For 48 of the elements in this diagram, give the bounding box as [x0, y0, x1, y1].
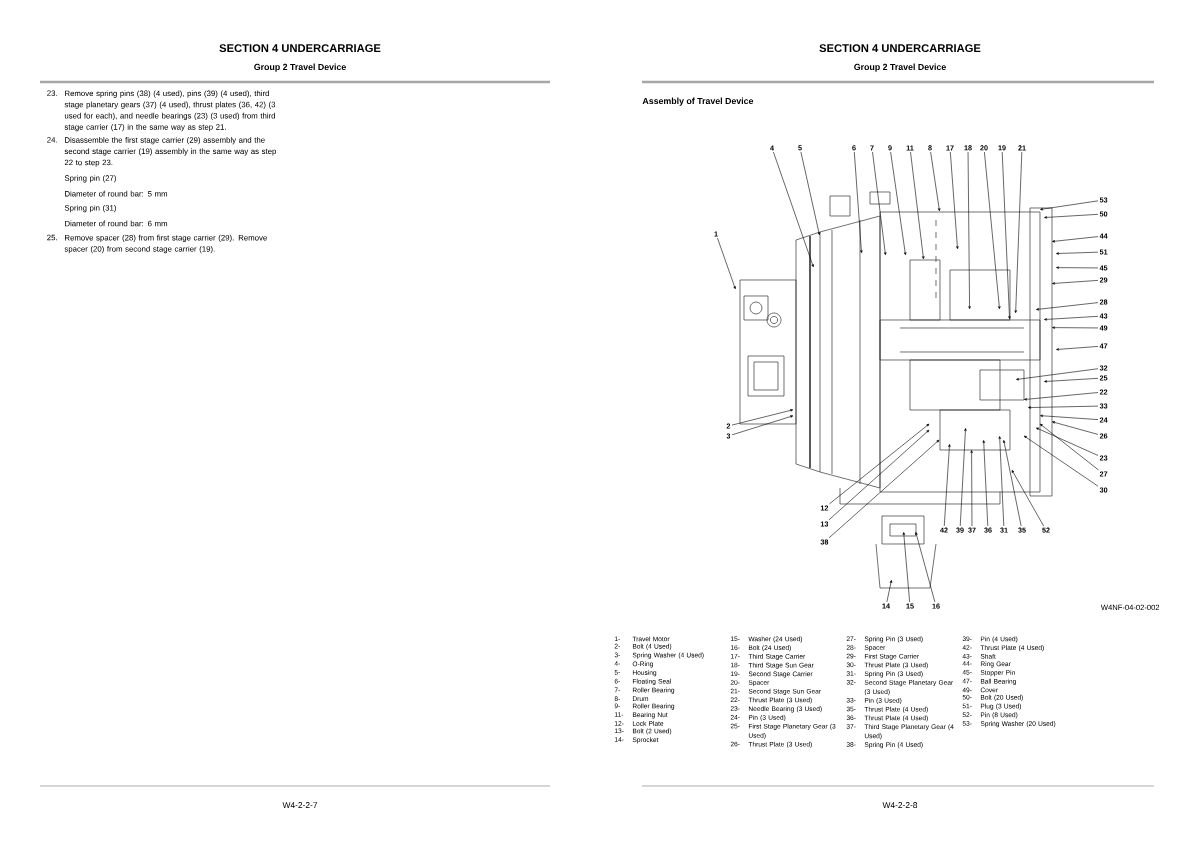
leader-line	[1056, 266, 1099, 269]
leader-line	[1036, 302, 1099, 311]
leader-line	[1040, 200, 1099, 211]
leader-line	[970, 450, 973, 527]
leader-line	[1016, 368, 1099, 381]
leader-line	[984, 151, 1001, 310]
leader-line	[1011, 470, 1044, 527]
leader-line	[886, 580, 893, 603]
leader-line	[717, 237, 736, 290]
leader-line	[1040, 414, 1099, 420]
leader-line	[1044, 378, 1099, 383]
leader-line	[890, 151, 907, 256]
leader-line	[828, 429, 930, 521]
travel-device-drawing	[739, 191, 1053, 589]
leader-line	[854, 151, 863, 254]
leader-line	[1044, 214, 1099, 219]
leader-line	[950, 151, 959, 250]
leader-line	[1052, 421, 1099, 435]
leader-line	[1056, 251, 1099, 255]
leader-line	[959, 428, 967, 527]
leader-line	[943, 444, 951, 527]
leader-line	[1024, 392, 1099, 401]
leader-line	[828, 439, 940, 539]
leader-line	[910, 151, 925, 260]
leader-line	[902, 532, 910, 603]
leader-line	[1028, 405, 1099, 409]
leader-line	[1014, 151, 1023, 314]
leader-line	[1003, 440, 1022, 527]
leader-line	[829, 423, 930, 505]
leader-line	[731, 409, 794, 426]
leader-line	[1044, 316, 1099, 321]
leader-line	[1036, 427, 1099, 456]
leader-line	[915, 532, 936, 603]
leader-line	[1052, 280, 1099, 285]
leader-line	[930, 151, 941, 212]
leader-line	[1056, 346, 1099, 351]
leader-line	[1052, 326, 1099, 329]
leader-line	[773, 151, 814, 268]
leader-line	[1039, 423, 1099, 471]
leader-line	[872, 151, 887, 256]
leader-line	[1001, 151, 1011, 320]
leader-line	[731, 415, 794, 436]
leader-line	[1023, 435, 1099, 487]
leader-line	[967, 151, 971, 310]
leader-line	[982, 440, 989, 527]
leader-line	[1052, 236, 1099, 243]
leader-line	[800, 151, 821, 236]
leader-line	[998, 436, 1005, 527]
